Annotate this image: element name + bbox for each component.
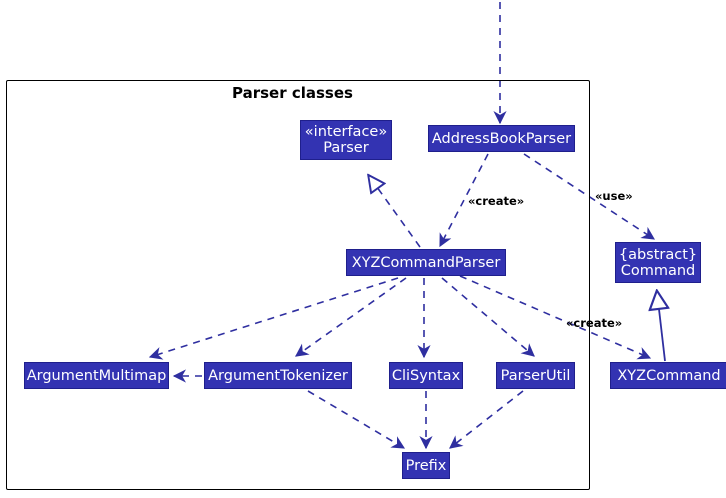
class-node-xyzcommand[interactable]: XYZCommand bbox=[610, 362, 726, 389]
addressbookparser-name: AddressBookParser bbox=[431, 130, 572, 147]
parserutil-name: ParserUtil bbox=[500, 367, 571, 384]
class-node-addressbookparser[interactable]: AddressBookParser bbox=[428, 125, 575, 152]
parser-classes-frame bbox=[6, 80, 590, 490]
parser-interface-stereotype: «interface» bbox=[304, 124, 388, 140]
command-name: Command bbox=[620, 262, 696, 279]
argumentmultimap-name: ArgumentMultimap bbox=[26, 367, 167, 384]
class-node-argumenttokenizer[interactable]: ArgumentTokenizer bbox=[204, 362, 352, 389]
edge-label-create-parser: «create» bbox=[468, 194, 525, 208]
xyzcommandparser-name: XYZCommandParser bbox=[351, 254, 501, 271]
edge-label-create-command: «create» bbox=[566, 316, 623, 330]
parser-interface-name: Parser bbox=[323, 140, 369, 156]
edge-label-use-command: «use» bbox=[595, 189, 633, 203]
xyzcommand-name: XYZCommand bbox=[617, 367, 721, 384]
class-node-prefix[interactable]: Prefix bbox=[402, 452, 450, 479]
class-node-xyzcommandparser[interactable]: XYZCommandParser bbox=[346, 249, 506, 276]
frame-title: Parser classes bbox=[232, 84, 353, 102]
class-node-parser-interface[interactable]: «interface» Parser bbox=[300, 120, 392, 160]
class-node-parserutil[interactable]: ParserUtil bbox=[496, 362, 575, 389]
edge-xyzcommand-extends-command bbox=[657, 292, 665, 362]
class-node-clisyntax[interactable]: CliSyntax bbox=[389, 362, 463, 389]
class-node-command[interactable]: {abstract} Command bbox=[615, 242, 701, 283]
clisyntax-name: CliSyntax bbox=[391, 367, 461, 384]
command-stereotype: {abstract} bbox=[618, 246, 698, 263]
prefix-name: Prefix bbox=[405, 457, 447, 474]
argumenttokenizer-name: ArgumentTokenizer bbox=[208, 367, 348, 384]
class-node-argumentmultimap[interactable]: ArgumentMultimap bbox=[24, 362, 169, 389]
